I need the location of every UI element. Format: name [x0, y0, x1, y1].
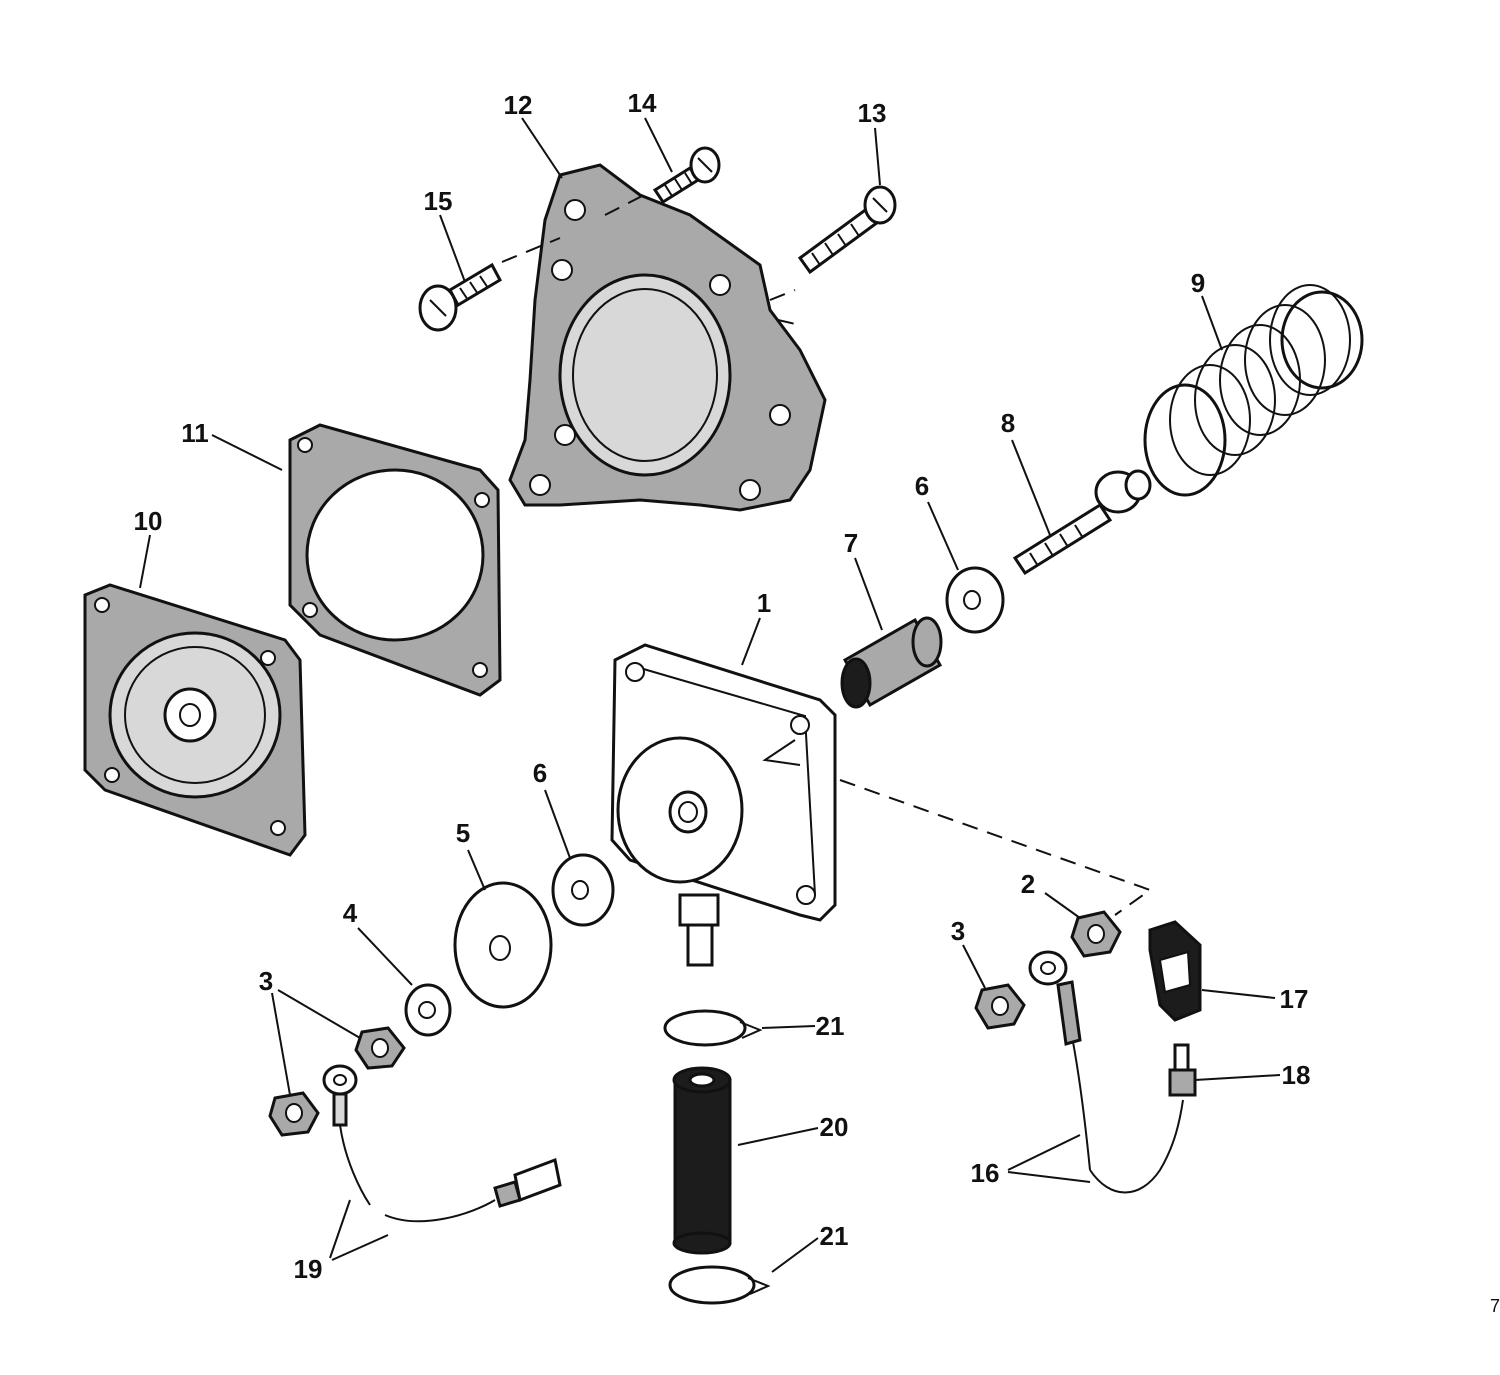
part-14-screw — [652, 146, 721, 205]
callout-21-lower: 21 — [820, 1221, 849, 1251]
alignment-line-bottom — [839, 779, 1153, 916]
callout-5: 5 — [456, 818, 470, 848]
part-21-clamp-upper — [663, 1009, 763, 1047]
callout-12: 12 — [504, 90, 533, 120]
callout-20: 20 — [820, 1112, 849, 1142]
callout-21-upper: 21 — [816, 1011, 845, 1041]
part-6-washer-upper — [945, 566, 1005, 634]
leader-lines — [139, 117, 1281, 1273]
callout-11: 11 — [181, 418, 209, 448]
callout-9: 9 — [1191, 268, 1205, 298]
callout-4: 4 — [343, 898, 358, 928]
part-2-nut — [1070, 910, 1122, 958]
part-19-lead — [322, 1064, 562, 1223]
part-18-terminal — [1168, 1043, 1197, 1097]
part-8-bolt — [1012, 469, 1152, 576]
callout-15: 15 — [424, 186, 453, 216]
part-1-pump-body — [610, 643, 837, 967]
part-15-screw — [418, 262, 502, 332]
callout-8: 8 — [1001, 408, 1015, 438]
callout-18: 18 — [1282, 1060, 1311, 1090]
part-10-diaphragm — [83, 583, 307, 857]
arrow-mark — [762, 739, 801, 766]
callout-1: 1 — [757, 588, 771, 618]
part-21-clamp-lower — [668, 1265, 771, 1305]
callout-19: 19 — [294, 1254, 323, 1284]
callout-17: 17 — [1280, 984, 1309, 1014]
part-17-connector — [1148, 920, 1202, 1022]
part-3-nut-left-lower — [268, 1091, 320, 1137]
callout-3-left: 3 — [259, 966, 273, 996]
callout-13: 13 — [858, 98, 887, 128]
page-number: 7 — [1490, 1296, 1500, 1316]
part-5-washer — [453, 881, 553, 1009]
part-7-filter — [840, 616, 943, 709]
part-12-cover — [508, 163, 827, 512]
part-16-lead — [1028, 950, 1184, 1194]
alignment-line-right — [769, 289, 801, 326]
callout-labels: 1 2 3 3 4 5 6 6 7 8 9 10 11 12 13 14 15 … — [134, 88, 1500, 1316]
callout-7: 7 — [844, 528, 858, 558]
callout-3-right: 3 — [951, 916, 965, 946]
callout-14: 14 — [628, 88, 657, 118]
part-3-nut-right — [974, 983, 1026, 1030]
callout-2: 2 — [1021, 869, 1035, 899]
callout-6-upper: 6 — [915, 471, 929, 501]
part-13-screw — [797, 185, 897, 275]
callout-6-lower: 6 — [533, 758, 547, 788]
part-9-spring — [1143, 284, 1364, 497]
part-4-washer — [404, 983, 452, 1037]
part-3-nut-left-upper — [354, 1026, 406, 1070]
callout-10: 10 — [134, 506, 163, 536]
alignment-line-top — [501, 191, 651, 263]
part-11-gasket — [288, 423, 502, 697]
part-6-washer-lower — [551, 853, 615, 927]
part-20-hose — [672, 1066, 732, 1255]
callout-16: 16 — [971, 1158, 1000, 1188]
